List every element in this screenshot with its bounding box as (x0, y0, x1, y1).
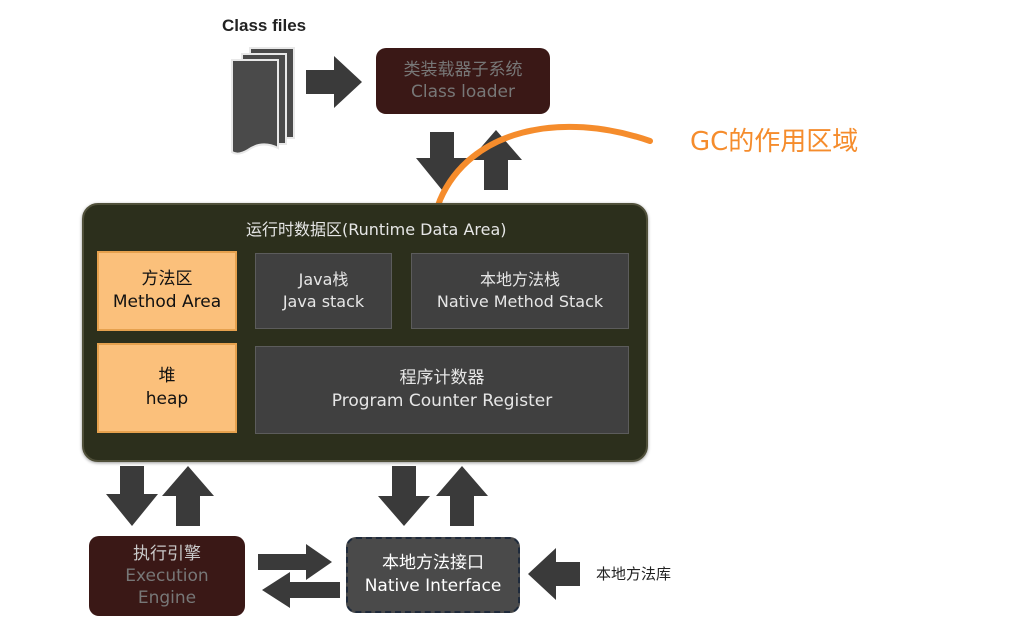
gc-area-label: GC的作用区域 (690, 127, 859, 157)
java-stack-box: Java栈 Java stack (255, 253, 392, 329)
arrow-down-icon (416, 132, 468, 190)
pc-en: Program Counter Register (331, 391, 553, 411)
arrow-left-icon (262, 572, 340, 608)
native-library-label: 本地方法库 (596, 565, 672, 583)
arrow-right-icon (306, 56, 362, 108)
arrow-right-icon (258, 544, 332, 580)
execution-engine-box: 执行引擎 Execution Engine (89, 536, 245, 616)
arrow-down-icon (378, 466, 430, 526)
arrow-up-icon (436, 466, 488, 526)
exec-zh: 执行引擎 (133, 544, 201, 564)
method-area-box: 方法区 Method Area (97, 251, 237, 331)
pc-zh: 程序计数器 (399, 368, 485, 388)
arrow-left-icon (528, 548, 580, 600)
native-if-zh: 本地方法接口 (382, 553, 484, 573)
exec-en2: Engine (137, 588, 197, 608)
class-loader-box: 类装载器子系统 Class loader (376, 48, 550, 114)
class-files-icon (231, 47, 295, 155)
heap-en: heap (145, 389, 189, 409)
native-if-en: Native Interface (364, 576, 502, 596)
heap-box: 堆 heap (97, 343, 237, 433)
exec-en1: Execution (125, 566, 209, 586)
runtime-area-title: 运行时数据区(Runtime Data Area) (246, 220, 507, 239)
native-interface-box: 本地方法接口 Native Interface (346, 537, 520, 613)
method-area-zh: 方法区 (141, 269, 193, 289)
arrow-up-icon (162, 466, 214, 526)
arrow-up-icon (470, 130, 522, 190)
method-area-en: Method Area (112, 292, 222, 312)
heap-zh: 堆 (158, 366, 176, 386)
java-stack-zh: Java栈 (298, 270, 349, 289)
native-method-stack-box: 本地方法栈 Native Method Stack (411, 253, 629, 329)
native-stack-zh: 本地方法栈 (479, 270, 560, 289)
class-loader-zh: 类装载器子系统 (403, 60, 523, 80)
arrow-down-icon (106, 466, 158, 526)
class-files-label: Class files (222, 16, 307, 35)
class-loader-en: Class loader (411, 82, 515, 102)
native-stack-en: Native Method Stack (436, 292, 604, 311)
java-stack-en: Java stack (282, 292, 365, 311)
program-counter-box: 程序计数器 Program Counter Register (255, 346, 629, 434)
